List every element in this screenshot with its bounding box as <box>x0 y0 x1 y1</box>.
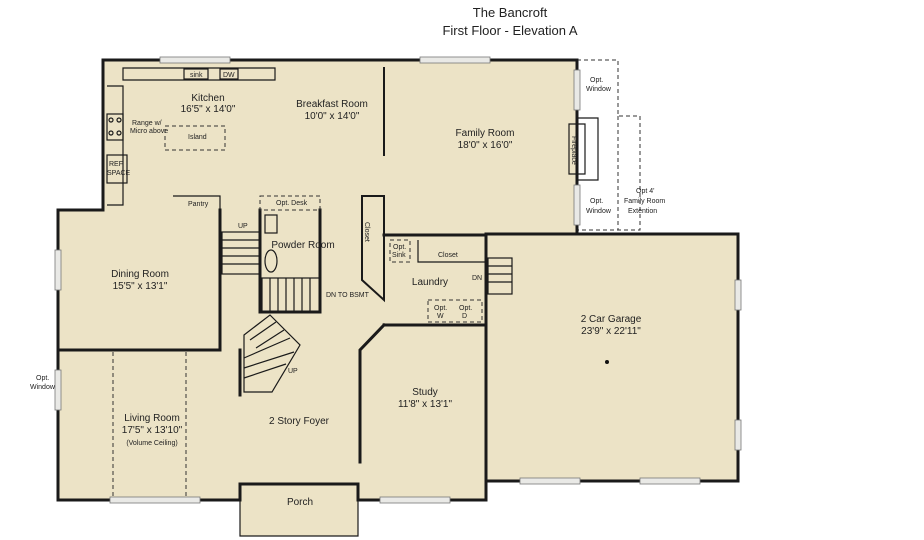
family-dims: 18'0" x 16'0" <box>458 140 513 151</box>
breakfast-dims: 10'0" x 14'0" <box>305 111 360 122</box>
laundry-fixtures <box>389 239 486 323</box>
range-label-2: Micro above <box>130 128 168 135</box>
up-label-top: UP <box>238 223 248 230</box>
volume-ceiling-outline <box>112 352 187 498</box>
plan-title: The Bancroft <box>472 5 548 20</box>
island-label: Island <box>188 134 207 141</box>
dishwasher-icon <box>219 68 239 80</box>
breakfast-name: Breakfast Room <box>296 99 368 110</box>
opt-desk-label: Opt. Desk <box>276 200 308 207</box>
opt-wd-outline <box>427 299 483 323</box>
opt-d-label-2: D <box>462 313 467 320</box>
family-ext-1: Opt 4' <box>636 188 654 195</box>
dw-label: DW <box>223 72 235 79</box>
ref-label-2: SPACE <box>107 170 131 177</box>
kitchen-fixtures <box>106 67 276 206</box>
laundry-name: Laundry <box>412 277 448 288</box>
dining-name: Dining Room <box>111 269 169 280</box>
opt-window-top-2: Window <box>586 86 612 93</box>
opt-window-left-2: Window <box>30 384 56 391</box>
stairs <box>221 231 513 393</box>
opt-window-mid-1: Opt. <box>590 198 603 205</box>
opt-w-label-2: W <box>437 313 444 320</box>
fireplace-label: Fireplace <box>570 136 577 165</box>
family-ext-3: Extention <box>628 208 657 215</box>
study-name: Study <box>412 387 438 398</box>
dn-label: DN <box>472 275 482 282</box>
opt-window-left-1: Opt. <box>36 375 49 382</box>
porch-name: Porch <box>287 497 313 508</box>
range-label-1: Range w/ <box>132 120 162 127</box>
opt-window-top-1: Opt. <box>590 77 603 84</box>
opt-d-label-1: Opt. <box>459 305 472 312</box>
kitchen-name: Kitchen <box>191 93 224 104</box>
ref-label-1: REF <box>109 161 123 168</box>
vanity-sink-icon <box>264 249 278 273</box>
garage-dims: 23'9" x 22'11" <box>581 326 641 337</box>
toilet-icon <box>264 214 278 234</box>
foyer-name: 2 Story Foyer <box>269 416 330 427</box>
family-name: Family Room <box>456 128 515 139</box>
pantry-label: Pantry <box>188 201 209 208</box>
range-icon <box>106 113 124 141</box>
living-dims: 17'5" x 13'10" <box>122 425 183 436</box>
floor-fill <box>58 60 738 536</box>
opt-sink-label-2: Sink <box>392 252 406 259</box>
closet-label: Closet <box>438 252 458 259</box>
living-note: (Volume Ceiling) <box>126 440 177 447</box>
opt-sink-label-1: Opt. <box>393 244 406 251</box>
island-outline <box>164 125 226 151</box>
opt-window-mid-2: Window <box>586 208 612 215</box>
option-labels: Opt. Window Opt. Window Opt. Window Opt … <box>30 77 665 391</box>
title-block: The Bancroft First Floor - Elevation A <box>400 4 620 40</box>
garage-name: 2 Car Garage <box>581 314 642 325</box>
up-label-bottom: UP <box>288 368 298 375</box>
powder-fixtures <box>259 195 321 273</box>
living-name: Living Room <box>124 413 180 424</box>
family-ext-2: Family Room <box>624 198 665 205</box>
opt-desk-outline <box>259 195 321 211</box>
garage-center-dot <box>605 360 609 364</box>
opt-sink-outline <box>389 239 411 263</box>
closet-vertical-label: Closet <box>363 222 370 242</box>
sink-label: sink <box>190 72 203 79</box>
opt-w-label-1: Opt. <box>434 305 447 312</box>
dn-bsmt-label: DN TO BSMT <box>326 292 370 299</box>
ref-space-box <box>106 154 128 184</box>
room-labels: Kitchen 16'5" x 14'0" Breakfast Room 10'… <box>111 93 642 508</box>
optional-extension <box>577 59 641 231</box>
study-dims: 11'8" x 13'1" <box>398 399 453 410</box>
dining-dims: 15'5" x 13'1" <box>113 281 168 292</box>
kitchen-dims: 16'5" x 14'0" <box>181 104 236 115</box>
fireplace <box>568 117 599 181</box>
powder-name: Powder Room <box>271 240 334 251</box>
plan-subtitle: First Floor - Elevation A <box>442 23 578 38</box>
windows <box>54 56 742 504</box>
sink-icon <box>183 68 209 80</box>
fixture-labels: sink DW Range w/ Micro above Island REF … <box>107 72 577 375</box>
